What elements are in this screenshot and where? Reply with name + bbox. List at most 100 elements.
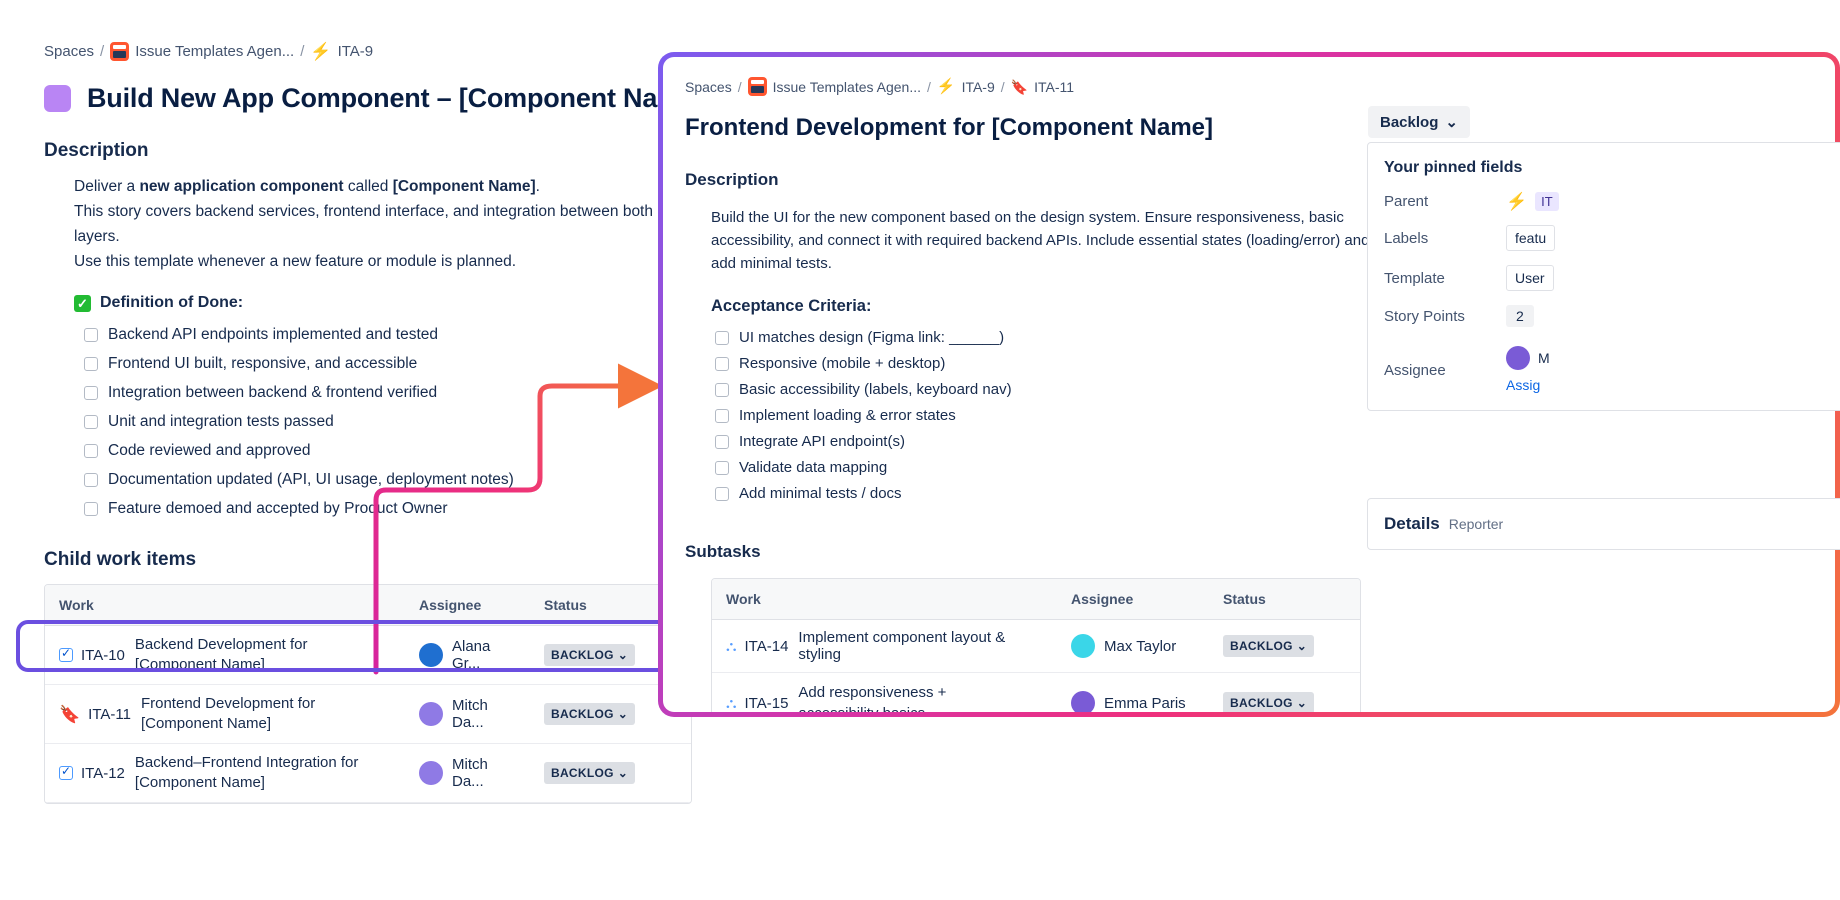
acceptance-item-label: Add minimal tests / docs: [739, 485, 902, 502]
chevron-down-icon: ⌄: [1296, 696, 1308, 710]
dod-item-label: Documentation updated (API, UI usage, de…: [108, 471, 514, 488]
acceptance-item[interactable]: Add minimal tests / docs: [715, 485, 1835, 502]
assign-to-me-link[interactable]: Assig: [1506, 377, 1541, 393]
panel-breadcrumb-project[interactable]: Issue Templates Agen...: [772, 78, 921, 95]
work-cell: 🔖 ITA-11 Frontend Development for [Compo…: [45, 684, 405, 744]
acceptance-item[interactable]: Integrate API endpoint(s): [715, 433, 1835, 450]
checkbox-icon[interactable]: [84, 473, 98, 487]
field-value-story-points[interactable]: 2: [1506, 305, 1534, 327]
breadcrumb-project[interactable]: Issue Templates Agen...: [135, 43, 295, 60]
checkbox-icon[interactable]: [84, 444, 98, 458]
issue-key[interactable]: ITA-12: [81, 764, 125, 782]
checkbox-icon[interactable]: [84, 502, 98, 516]
panel-breadcrumb-sep-2: /: [926, 78, 931, 95]
checkbox-icon[interactable]: [84, 328, 98, 342]
checkbox-icon[interactable]: [715, 330, 729, 345]
table-row[interactable]: ⛬ITA-15 Add responsiveness + accessibili…: [712, 672, 1360, 717]
details-subtitle: Reporter: [1448, 516, 1504, 532]
status-badge[interactable]: BACKLOG⌄: [1223, 692, 1315, 712]
dod-item[interactable]: Backend API endpoints implemented and te…: [84, 326, 690, 344]
issue-summary: Implement component layout & styling: [798, 629, 1006, 663]
issue-key[interactable]: ITA-11: [88, 705, 131, 723]
assignee-cell: Mitch Da...: [405, 684, 530, 744]
checkbox-icon[interactable]: [715, 434, 729, 449]
field-value-parent[interactable]: IT: [1535, 192, 1559, 211]
issue-key-cell[interactable]: ITA-12: [59, 764, 125, 782]
issue-key[interactable]: ITA-15: [744, 694, 789, 712]
status-badge[interactable]: BACKLOG⌄: [544, 762, 636, 784]
field-value-labels[interactable]: featu: [1506, 225, 1556, 251]
status-dropdown-button[interactable]: Backlog ⌄: [1368, 106, 1470, 138]
breadcrumb-spaces[interactable]: Spaces: [44, 43, 95, 60]
dod-item[interactable]: Code reviewed and approved: [84, 442, 690, 460]
table-header-row: Work Assignee Status: [45, 585, 691, 626]
issue-key[interactable]: ITA-14: [744, 637, 789, 655]
summary-line-1: Backend–Frontend Integration for: [134, 754, 359, 771]
avatar[interactable]: [1071, 634, 1095, 658]
story-bolt-icon: ⚡: [936, 78, 956, 95]
acceptance-item[interactable]: Basic accessibility (labels, keyboard na…: [715, 381, 1835, 398]
acceptance-item[interactable]: UI matches design (Figma link: ______): [715, 329, 1835, 346]
status-cell: BACKLOG⌄: [530, 743, 691, 803]
issue-summary: Backend–Frontend Integration for [Compon…: [135, 753, 358, 793]
dod-item[interactable]: Frontend UI built, responsive, and acces…: [84, 355, 690, 373]
status-cell: BACKLOG⌄: [1209, 619, 1360, 673]
checkbox-icon[interactable]: [715, 460, 729, 475]
table-header-row: Work Assignee Status: [712, 579, 1360, 620]
checkbox-icon[interactable]: [84, 357, 98, 371]
acceptance-item[interactable]: Responsive (mobile + desktop): [715, 355, 1835, 372]
acceptance-item[interactable]: Validate data mapping: [715, 459, 1835, 476]
assignee-cell: Max Taylor: [1057, 619, 1209, 673]
breadcrumb-issue-key[interactable]: ITA-9: [337, 43, 374, 60]
dod-item[interactable]: Unit and integration tests passed: [84, 413, 690, 431]
panel-breadcrumb-spaces[interactable]: Spaces: [685, 78, 732, 95]
status-label: BACKLOG: [551, 707, 614, 721]
acceptance-item[interactable]: Implement loading & error states: [715, 407, 1835, 424]
checkbox-icon[interactable]: [715, 356, 729, 371]
table-row[interactable]: ITA-12 Backend–Frontend Integration for …: [45, 743, 691, 803]
field-label-labels: Labels: [1384, 229, 1429, 247]
avatar[interactable]: [1071, 691, 1095, 712]
status-badge[interactable]: BACKLOG⌄: [544, 644, 636, 666]
avatar[interactable]: [419, 702, 443, 726]
panel-description-body: Build the UI for the new component based…: [711, 209, 1370, 272]
table-row[interactable]: ITA-10 Backend Development for [Componen…: [45, 625, 691, 685]
checkbox-icon[interactable]: [715, 486, 729, 501]
acceptance-item-label: UI matches design (Figma link: ______): [739, 329, 1005, 346]
issue-summary: Add responsiveness + accessibility basic…: [798, 684, 947, 717]
checkbox-icon[interactable]: [715, 382, 729, 397]
avatar[interactable]: [1506, 346, 1530, 370]
avatar[interactable]: [419, 643, 443, 667]
chevron-down-icon: ⌄: [1445, 114, 1458, 131]
dod-item[interactable]: Feature demoed and accepted by Product O…: [84, 500, 690, 518]
subtasks-heading: Subtasks: [685, 542, 761, 561]
dod-item[interactable]: Documentation updated (API, UI usage, de…: [84, 471, 690, 489]
acceptance-item-label: Implement loading & error states: [739, 407, 956, 424]
field-value-template[interactable]: User: [1506, 265, 1554, 291]
avatar[interactable]: [419, 761, 443, 785]
table-row[interactable]: ⛬ITA-14 Implement component layout & sty…: [712, 619, 1360, 673]
panel-breadcrumb-parent[interactable]: ITA-9: [961, 78, 995, 95]
issue-key-cell[interactable]: ⛬ITA-15: [726, 695, 788, 712]
field-row-parent: Parent ⚡ IT: [1368, 181, 1840, 214]
chevron-down-icon: ⌄: [617, 707, 629, 721]
status-badge[interactable]: BACKLOG⌄: [1223, 635, 1315, 657]
issue-key-cell[interactable]: 🔖 ITA-11: [59, 706, 131, 723]
work-cell: ⛬ITA-14 Implement component layout & sty…: [712, 619, 1057, 673]
dod-item[interactable]: Integration between backend & frontend v…: [84, 384, 690, 402]
definition-of-done-list: Backend API endpoints implemented and te…: [84, 326, 690, 518]
bookmark-green-icon: 🔖: [1010, 78, 1029, 95]
issue-key-cell[interactable]: ⛬ITA-14: [726, 638, 788, 655]
issue-key[interactable]: ITA-10: [81, 646, 125, 664]
table-row[interactable]: 🔖 ITA-11 Frontend Development for [Compo…: [45, 684, 691, 744]
details-panel[interactable]: Details Reporter: [1367, 498, 1840, 550]
field-value-assignee: M: [1538, 350, 1550, 366]
field-label-story-points: Story Points: [1384, 307, 1465, 325]
checkbox-icon[interactable]: [84, 415, 98, 429]
checkbox-icon[interactable]: [84, 386, 98, 400]
checkbox-icon[interactable]: [715, 408, 729, 423]
issue-key-cell[interactable]: ITA-10: [59, 646, 125, 664]
status-badge[interactable]: BACKLOG⌄: [544, 703, 636, 725]
panel-breadcrumb-issue[interactable]: ITA-11: [1034, 78, 1075, 95]
status-label: BACKLOG: [1230, 696, 1293, 710]
